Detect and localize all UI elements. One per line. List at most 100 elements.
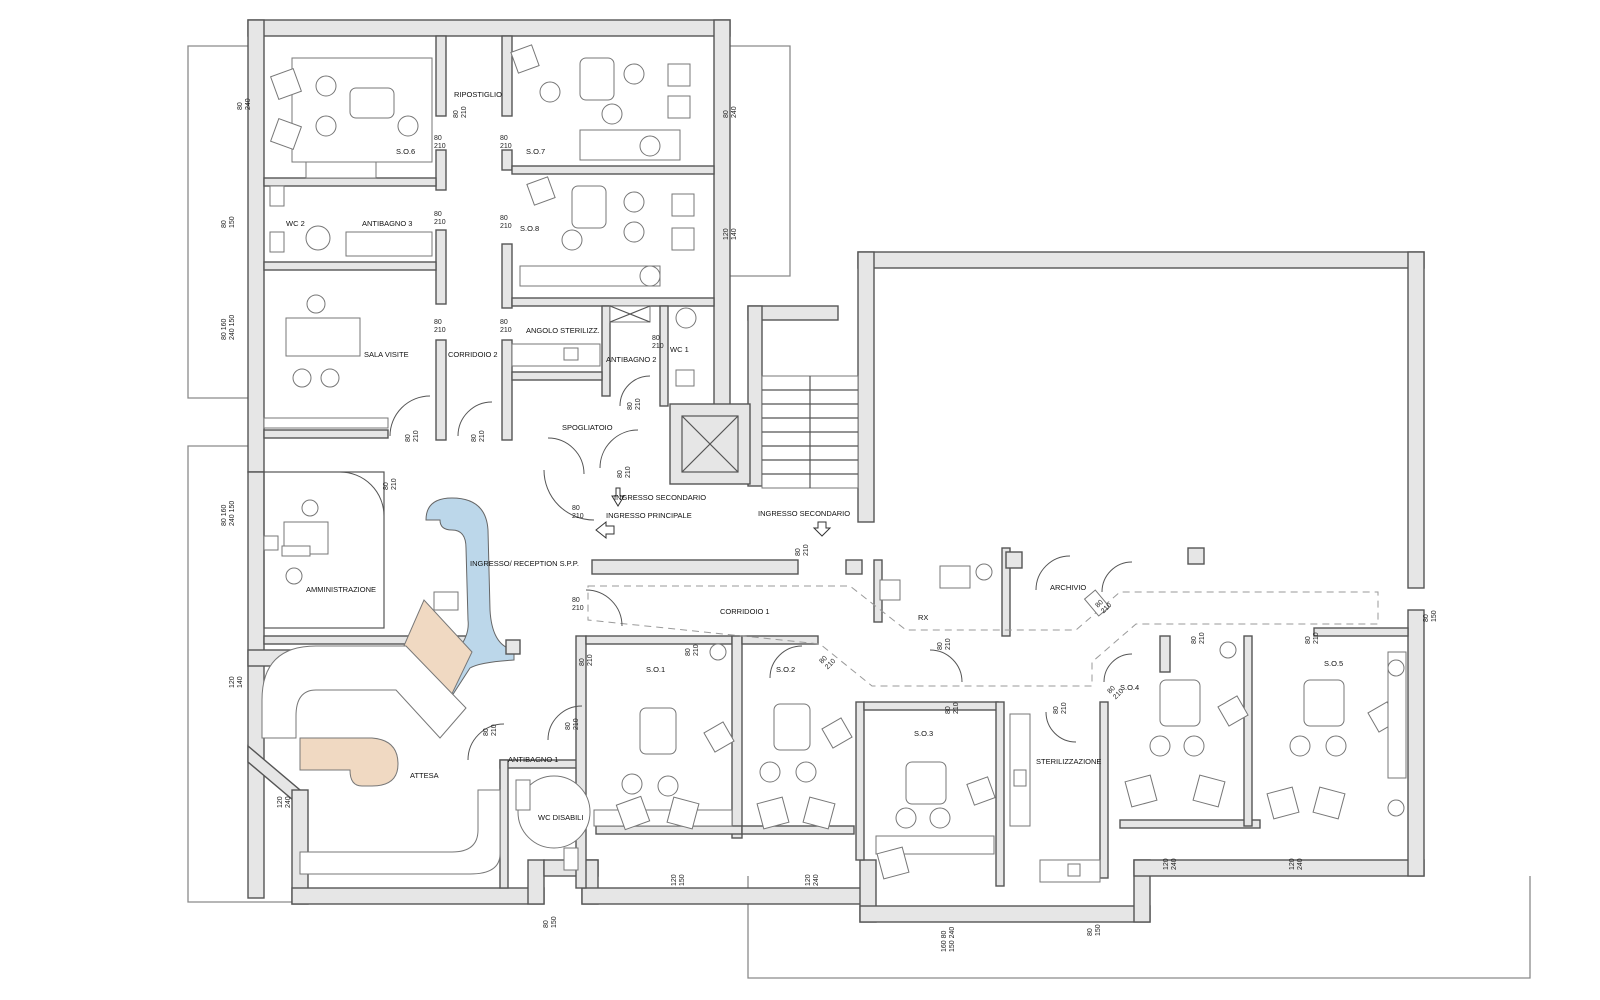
window-dim: 80 bbox=[1087, 928, 1094, 936]
room-corridoio2: CORRIDOIO 2 bbox=[448, 350, 498, 359]
door-dim-height: 210 bbox=[635, 398, 642, 410]
room-attesa: ATTESA bbox=[410, 771, 439, 780]
room-so1: S.O.1 bbox=[646, 665, 665, 674]
corridor-1-ceiling bbox=[587, 585, 1379, 687]
room-spogliatoio: SPOGLIATOIO bbox=[562, 423, 613, 432]
door-dim-width: 80 bbox=[565, 722, 572, 730]
room-so7: S.O.7 bbox=[526, 147, 545, 156]
door-dim-height: 210 bbox=[434, 219, 446, 226]
door-swings bbox=[339, 375, 1133, 761]
door-dim-height: 210 bbox=[1313, 632, 1320, 644]
door-dim-width: 80 bbox=[434, 135, 442, 142]
window-dim: 80 160 bbox=[221, 318, 228, 340]
door-dim-height: 210 bbox=[461, 106, 468, 118]
window-dim: 240 150 bbox=[229, 501, 236, 526]
door-dim-width: 80 bbox=[453, 110, 460, 118]
window-dim: 240 bbox=[813, 874, 820, 886]
room-ingresso-principale: INGRESSO PRINCIPALE bbox=[606, 511, 692, 520]
door-dim-height: 210 bbox=[1061, 702, 1068, 714]
waiting-bench bbox=[261, 645, 501, 875]
window-dim: 240 bbox=[1297, 858, 1304, 870]
window-dim: 120 bbox=[723, 228, 730, 240]
room-antibagno1: ANTIBAGNO 1 bbox=[508, 755, 558, 764]
room-so8: S.O.8 bbox=[520, 224, 539, 233]
door-dim-height: 210 bbox=[573, 718, 580, 730]
door-dim-width: 80 bbox=[818, 655, 829, 666]
window-dim: 120 bbox=[229, 676, 236, 688]
door-dim-height: 210 bbox=[413, 430, 420, 442]
furniture bbox=[263, 44, 1407, 883]
window-dim: 120 bbox=[805, 874, 812, 886]
window-dim: 160 80 bbox=[941, 930, 948, 952]
door-dim-width: 80 bbox=[500, 319, 508, 326]
window-dim: 240 bbox=[731, 106, 738, 118]
window-dim: 240 150 bbox=[229, 315, 236, 340]
door-dim-height: 210 bbox=[391, 478, 398, 490]
door-dim-height: 210 bbox=[1199, 632, 1206, 644]
room-wc-disabili: WC DISABILI bbox=[538, 813, 583, 822]
door-dim-width: 80 bbox=[405, 434, 412, 442]
door-dim-height: 210 bbox=[572, 605, 584, 612]
door-dim-height: 210 bbox=[953, 702, 960, 714]
door-dim-width: 80 bbox=[627, 402, 634, 410]
window-dim: 80 bbox=[1423, 614, 1430, 622]
terrace-outlines bbox=[187, 45, 1531, 979]
window-dim: 80 bbox=[543, 920, 550, 928]
ingresso-secondario-arrow-1 bbox=[611, 487, 625, 507]
door-dim-width: 80 bbox=[795, 548, 802, 556]
window-dim: 150 bbox=[551, 916, 558, 928]
window-dim: 150 240 bbox=[949, 927, 956, 952]
door-dim-width: 80 bbox=[1094, 599, 1105, 610]
door-dim-width: 80 bbox=[1305, 636, 1312, 644]
door-dim-width: 80 bbox=[572, 597, 580, 604]
window-dim: 80 160 bbox=[221, 504, 228, 526]
window-dim: 150 bbox=[679, 874, 686, 886]
door-dim-width: 80 bbox=[471, 434, 478, 442]
door-dim-width: 80 bbox=[434, 319, 442, 326]
room-ingresso-secondario-1: INGRESSO SECONDARIO bbox=[614, 493, 706, 502]
door-dim-height: 210 bbox=[945, 638, 952, 650]
door-dim-width: 80 bbox=[1191, 636, 1198, 644]
window-dim: 120 bbox=[1289, 858, 1296, 870]
door-dim-width: 80 bbox=[1053, 706, 1060, 714]
door-dim-width: 80 bbox=[685, 648, 692, 656]
room-corridoio1: CORRIDOIO 1 bbox=[720, 607, 770, 616]
door-dim-width: 80 bbox=[500, 135, 508, 142]
door-dim-height: 210 bbox=[500, 223, 512, 230]
door-dim-height: 210 bbox=[803, 544, 810, 556]
window-dim: 120 bbox=[671, 874, 678, 886]
room-sterilizzazione: STERILIZZAZIONE bbox=[1036, 757, 1101, 766]
door-dim-height: 210 bbox=[500, 327, 512, 334]
door-dim-width: 80 bbox=[383, 482, 390, 490]
door-dim-height: 210 bbox=[625, 466, 632, 478]
entrance-arrows bbox=[595, 487, 832, 540]
window-dim: 240 bbox=[285, 796, 292, 808]
window-dim: 120 bbox=[277, 796, 284, 808]
window-dim: 80 bbox=[237, 102, 244, 110]
door-dim-width: 80 bbox=[1106, 685, 1117, 696]
door-dim-width: 80 bbox=[500, 215, 508, 222]
window-dim: 240 bbox=[1171, 858, 1178, 870]
window-dim: 150 bbox=[1431, 610, 1438, 622]
door-dim-width: 80 bbox=[434, 211, 442, 218]
room-wc2: WC 2 bbox=[286, 219, 305, 228]
room-so5: S.O.5 bbox=[1324, 659, 1343, 668]
door-dim-height: 210 bbox=[479, 430, 486, 442]
interior-walls bbox=[263, 35, 1409, 889]
room-reception: INGRESSO/ RECEPTION S.P.P. bbox=[470, 559, 579, 568]
door-dim-height: 210 bbox=[434, 327, 446, 334]
window-dim: 120 bbox=[1163, 858, 1170, 870]
door-dim-width: 80 bbox=[945, 706, 952, 714]
door-dim-height: 210 bbox=[693, 644, 700, 656]
room-antibagno3: ANTIBAGNO 3 bbox=[362, 219, 412, 228]
window-dim: 240 bbox=[245, 98, 252, 110]
door-dim-width: 80 bbox=[483, 728, 490, 736]
room-ingresso-secondario-2: INGRESSO SECONDARIO bbox=[758, 509, 850, 518]
room-sala-visite: SALA VISITE bbox=[364, 350, 409, 359]
door-dim-width: 80 bbox=[579, 658, 586, 666]
window-dim: 80 bbox=[221, 220, 228, 228]
window-dim: 150 bbox=[229, 216, 236, 228]
door-dim-height: 210 bbox=[652, 343, 664, 350]
